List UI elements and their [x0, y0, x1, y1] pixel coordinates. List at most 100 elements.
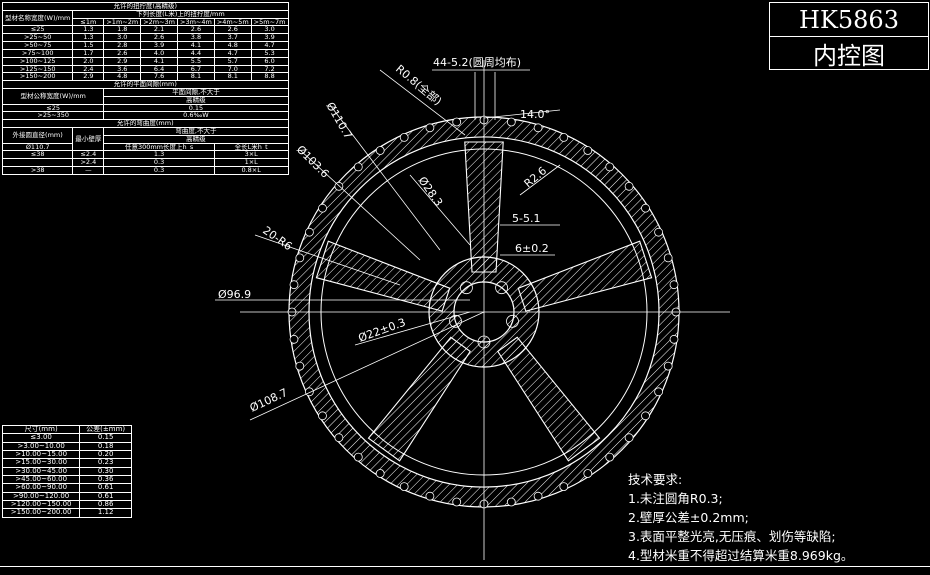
- rim-tooth: [605, 452, 615, 462]
- dim-size: >120.00~150.00: [1, 500, 81, 510]
- rim-tooth: [289, 334, 299, 344]
- rim-tooth: [399, 482, 409, 492]
- bend-b: 0.8×L: [213, 166, 289, 175]
- rim-tooth: [452, 497, 462, 507]
- leader-d7: [519, 164, 561, 196]
- bottom-title-strip: [0, 566, 930, 575]
- leader-d5: [483, 109, 561, 119]
- rim-tooth: [654, 387, 663, 397]
- leader-d6: [409, 174, 471, 246]
- hub-key: [506, 314, 519, 328]
- label-d4: Ø103.6: [294, 143, 332, 181]
- label-d6: Ø28.3: [416, 174, 446, 209]
- dim-tolerance: 0.18: [79, 441, 132, 452]
- rim-tooth: [533, 491, 543, 501]
- dim-size: ≤3.00: [1, 433, 81, 443]
- label-d5: 14.0°: [520, 108, 550, 121]
- dim-tolerance: 0.30: [79, 466, 132, 477]
- rim-tooth: [663, 361, 673, 371]
- label-d13: Ø108.7: [248, 386, 290, 415]
- dimension-lines: [215, 60, 730, 560]
- dim-size: >90.00~120.00: [1, 491, 81, 502]
- dim-tolerance: 0.86: [79, 500, 132, 510]
- rim-tooth: [425, 491, 435, 501]
- rim-tooth: [304, 227, 314, 237]
- dim-tolerance: 0.20: [79, 450, 132, 460]
- dim-size: >10.00~15.00: [1, 450, 81, 460]
- dim-size: >60.00~90.00: [1, 483, 81, 493]
- part-number: HK5863: [799, 5, 899, 34]
- note-item: 4.型材米重不得超过结算米重8.969kg。: [628, 548, 854, 563]
- rim-tooth: [583, 469, 593, 478]
- rim-tooth: [295, 253, 305, 263]
- rim-tooth: [452, 117, 462, 127]
- rim-tooth: [669, 280, 679, 290]
- rim-tooth: [605, 162, 615, 172]
- rim-tooth: [559, 132, 569, 142]
- label-d1: 44-5.2(圆周均布): [433, 56, 521, 69]
- rim-tooth: [624, 181, 634, 191]
- bend-hdr-b: 最小壁厚: [72, 126, 105, 152]
- rim-tooth: [318, 203, 327, 213]
- dim-tolerance: 0.36: [79, 475, 132, 485]
- leader-d12: [354, 311, 471, 346]
- rim-tooth: [399, 132, 409, 142]
- dim-hdr-size: 尺寸(mm): [1, 424, 81, 435]
- label-d11: Ø96.9: [218, 288, 251, 301]
- rim-tooth: [624, 433, 634, 443]
- rim-tooth: [663, 253, 673, 263]
- label-d7: R2.6: [522, 164, 550, 190]
- rim-tooth: [506, 117, 516, 127]
- dim-size: >3.00~10.00: [1, 441, 81, 452]
- leader-d2: [379, 69, 466, 136]
- rim-tooth: [375, 469, 385, 478]
- dim-hdr-tol: 公差(±mm): [79, 424, 132, 435]
- label-d3: Ø110.7: [323, 100, 354, 141]
- dim-tolerance: 0.61: [79, 483, 132, 493]
- title-block: HK5863 内控图: [769, 2, 929, 70]
- label-d12: Ø22±0.3: [357, 316, 408, 345]
- rim-tooth: [304, 387, 314, 397]
- label-d9: 6±0.2: [515, 242, 549, 255]
- note-item: 2.壁厚公差±0.2mm;: [628, 510, 749, 525]
- tolerance-table: 允许的扭拧度(高精级) 型材名称宽度(W)/mm 下列长度(L米)上的扭拧度/m…: [1, 2, 289, 175]
- note-item: 3.表面平整光亮,无压痕、划伤等缺陷;: [628, 529, 836, 544]
- bend-a: 0.3: [103, 166, 215, 175]
- rim-tooth: [533, 123, 543, 133]
- rim-tooth: [295, 361, 305, 371]
- rim-tooth: [425, 123, 435, 133]
- rim-tooth: [641, 203, 650, 213]
- dim-size: >30.00~45.00: [1, 466, 81, 477]
- label-d8: 5-5.1: [512, 212, 540, 225]
- leader-d10: [254, 234, 401, 286]
- leader-d13: [249, 311, 485, 421]
- drawing-name: 内控图: [770, 36, 928, 70]
- dim-tolerance: 1.12: [79, 508, 132, 518]
- dim-tolerance: 0.23: [79, 458, 132, 468]
- dim-size: >45.00~60.00: [1, 475, 81, 485]
- rim-tooth: [334, 433, 344, 443]
- rim-tooth: [654, 227, 663, 237]
- hub-key: [449, 314, 462, 328]
- dim-tolerance: 0.15: [79, 433, 132, 443]
- hub-key: [459, 281, 473, 295]
- rim-tooth: [669, 334, 679, 344]
- rim-tooth: [559, 482, 569, 492]
- rim-tooth: [318, 411, 327, 421]
- rim-tooth: [506, 497, 516, 507]
- dim-size: >150.00~200.00: [1, 508, 81, 518]
